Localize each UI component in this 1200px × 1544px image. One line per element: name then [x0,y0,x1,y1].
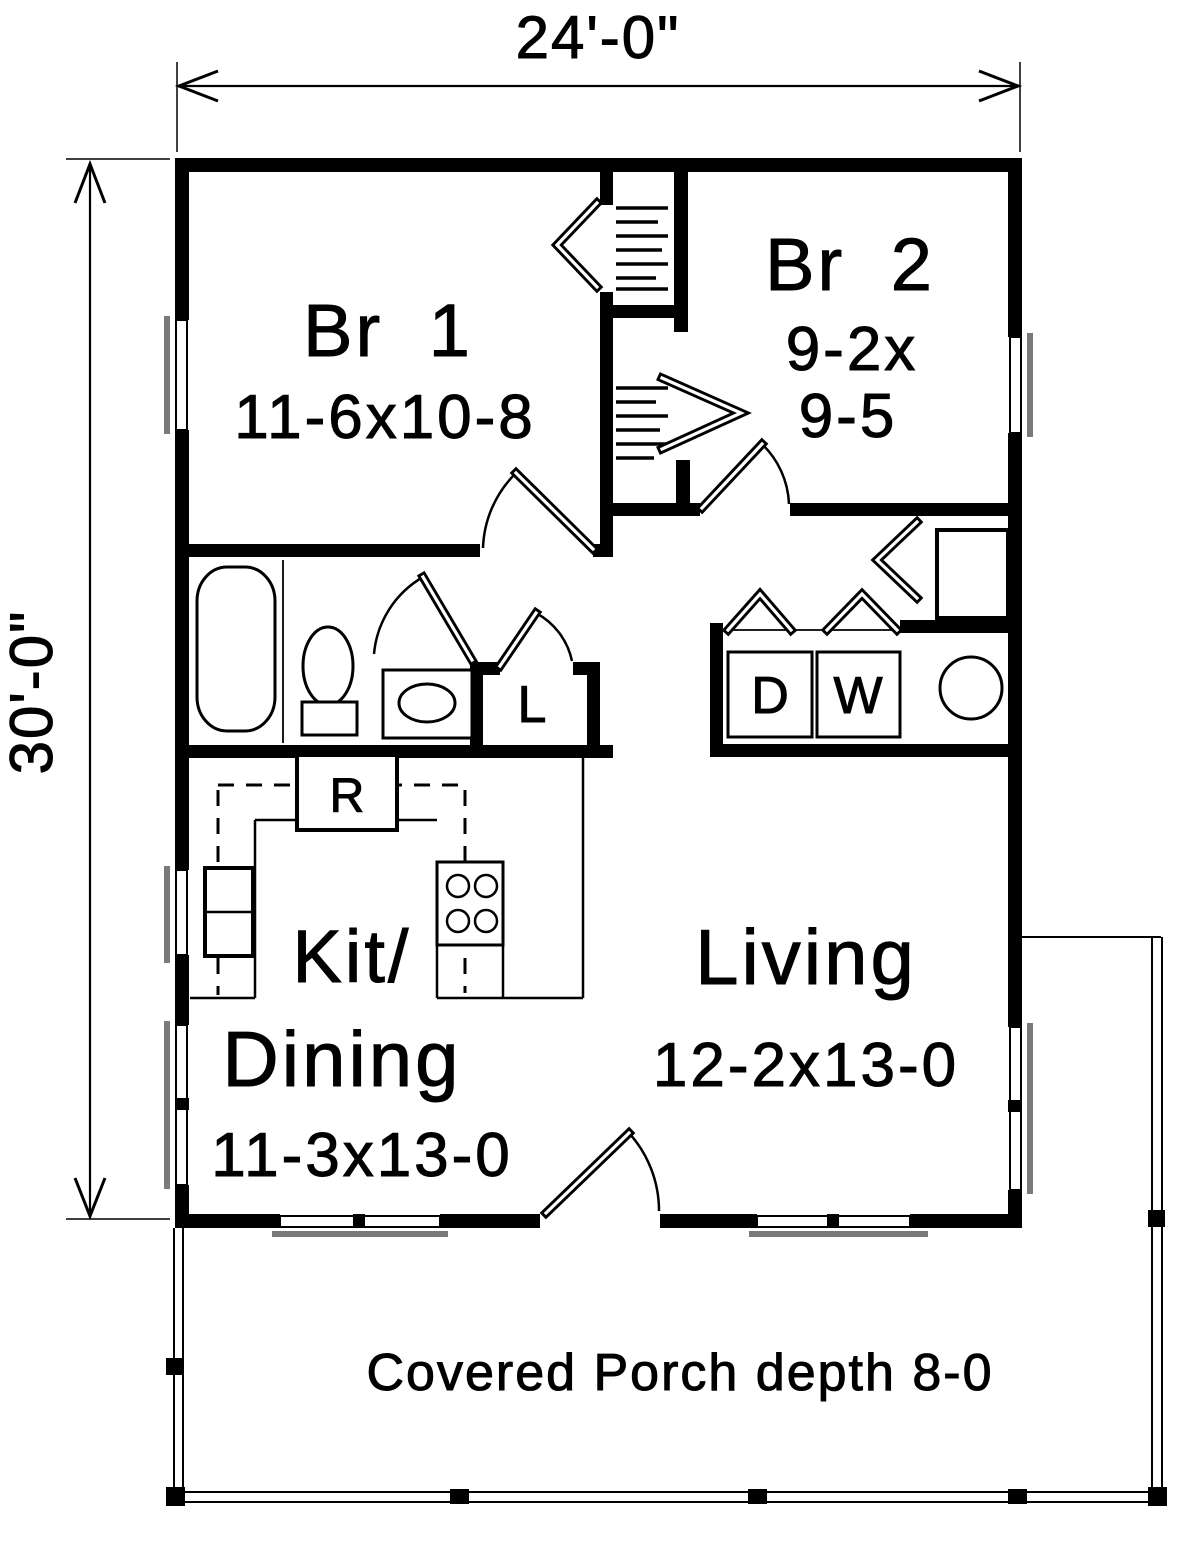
wall-br1-bottom [593,544,613,557]
arrow-down-icon [73,1177,107,1221]
kitchen-fixtures: R [190,753,585,1000]
wall-kitchen-top [175,745,613,758]
room-labels: Br 1 11-6x10-8 Br 2 9-2x 9-5 L Kit/ Dini… [211,223,959,1191]
window-br1-left [164,316,188,434]
door-bathroom [372,570,479,667]
window-br2-right [1009,333,1033,437]
refrigerator-label: R [330,770,365,823]
kitchen-sink-icon [203,866,255,958]
bifold-door-furnace-icon [870,515,924,605]
kitchen-size: 11-3x13-0 [211,1121,513,1190]
porch-post [166,1487,185,1506]
wall-br2-bottom [790,503,1022,516]
porch: Covered Porch depth 8-0 [166,936,1167,1506]
toilet-icon [300,625,359,737]
wall-linen-right [587,662,600,758]
wall-br1-closet [600,292,613,557]
dryer-label: D [751,667,789,725]
wall-left [175,430,189,870]
washer-icon: W [815,650,902,739]
window-living-bottom-double [749,1214,928,1237]
wall-furnace-bottom [900,620,1022,633]
wall-left [175,955,189,1025]
door-front-entry [539,1126,661,1220]
bifold-door-br1-closet-icon [550,196,604,294]
kitchen-name-line1: Kit/ [293,915,412,998]
bifold-door-laundry-left-icon [721,587,798,637]
arrow-up-icon [73,159,107,204]
closet-shelves-br2 [616,386,668,460]
wall-bottom [910,1214,1022,1228]
br1-size: 11-6x10-8 [234,383,536,452]
furnace-icon [935,528,1010,620]
exterior-walls [175,158,1022,1228]
bathroom-sink-icon [381,668,474,740]
windows [164,316,1033,1237]
wall-br2-stub [676,460,690,503]
porch-post [1008,1489,1027,1504]
window-dining-bottom-double [272,1214,448,1237]
porch-post [1148,1210,1165,1227]
dimension-top: 24'-0" [174,4,1023,152]
closet-shelves-br1 [616,206,668,291]
dimension-height-label: 30'-0" [0,610,65,775]
window-kitchen-left [164,866,188,963]
porch-label: Covered Porch depth 8-0 [366,1344,993,1402]
wall-br2-bottom [600,503,700,516]
wall-right [1008,433,1022,1027]
living-name: Living [695,913,917,1001]
dryer-icon: D [726,650,814,739]
br1-name: Br 1 [303,289,473,372]
bathtub-icon [195,565,277,733]
br2-name: Br 2 [765,223,935,306]
closets [550,196,924,637]
br2-size-line2: 9-5 [799,382,898,451]
arrow-right-icon [978,69,1023,103]
door-br2 [695,437,791,515]
dimension-width-label: 24'-0" [516,4,681,71]
living-size: 12-2x13-0 [653,1031,959,1100]
wall-br1-closet [600,172,613,205]
porch-post [450,1489,469,1504]
kitchen-name-line2: Dining [222,1015,461,1103]
wall-laundry-left [710,623,723,757]
doors [372,437,791,1220]
linen-closet-label: L [518,676,547,734]
interior-walls [175,172,1022,758]
br2-size-line1: 9-2x [786,315,919,384]
window-living-right-double [1008,1023,1033,1194]
porch-post [748,1489,767,1504]
porch-post [166,1358,183,1375]
wall-bottom [660,1214,757,1228]
bifold-door-laundry-right-icon [820,587,904,637]
wall-right [1008,172,1022,337]
wall-br1-bottom [175,544,480,557]
wall-br2-left [674,172,688,332]
bifold-door-br2-closet-icon [656,372,752,455]
refrigerator-icon: R [295,753,399,832]
water-heater-icon [938,655,1004,721]
laundry-fixtures: D W [726,528,1010,739]
window-dining-left-double [164,1021,189,1189]
wall-bottom [175,1214,280,1228]
wall-closet-divider [600,305,688,318]
bathroom-fixtures [195,560,474,743]
range-icon [435,860,505,947]
wall-top [175,158,1022,172]
wall-left [175,172,189,320]
door-br1 [481,466,600,556]
porch-post [1148,1487,1167,1506]
wall-laundry-bottom [710,744,1022,757]
door-linen-closet [493,606,574,673]
arrow-left-icon [174,69,219,103]
wall-bottom [440,1214,540,1228]
dimension-left: 30'-0" [0,158,170,1221]
washer-label: W [833,667,882,725]
